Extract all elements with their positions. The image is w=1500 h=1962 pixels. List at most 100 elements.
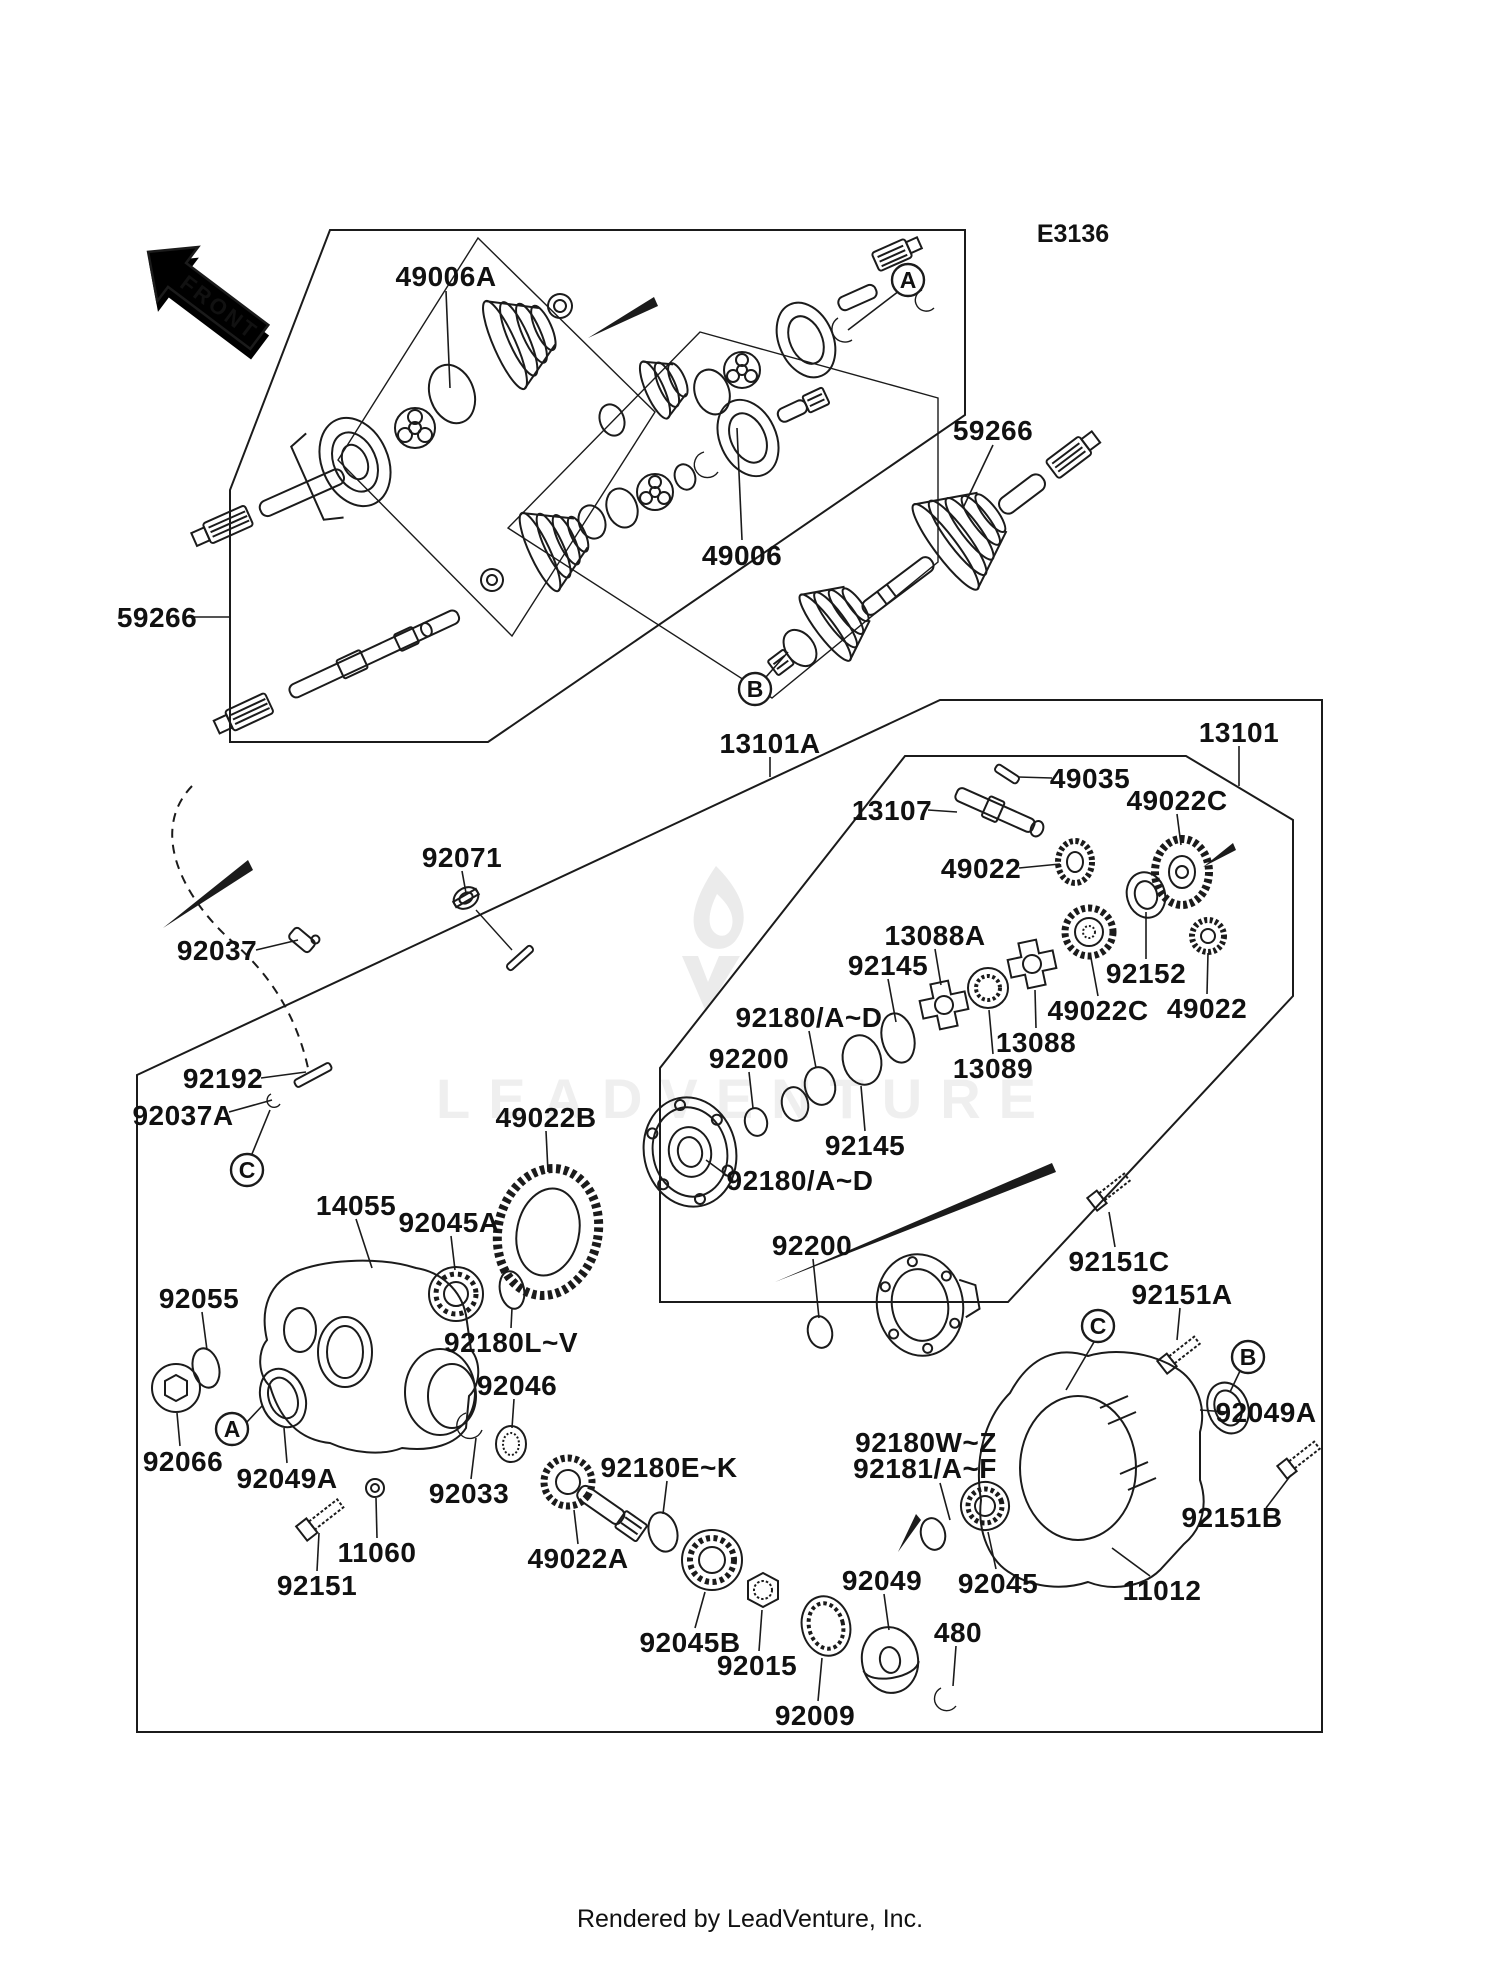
part-label-92181AF[interactable]: 92181/A~F <box>853 1453 997 1484</box>
part-label-11060[interactable]: 11060 <box>338 1537 417 1568</box>
leader-line <box>1176 813 1182 846</box>
leader-line <box>883 1593 890 1631</box>
part-label-59266-right[interactable]: 59266 <box>953 415 1033 446</box>
leader-line <box>255 939 299 951</box>
part-label-92151B[interactable]: 92151B <box>1181 1502 1282 1533</box>
part-label-92066[interactable]: 92066 <box>143 1446 223 1477</box>
part-label-13088A[interactable]: 13088A <box>884 920 985 951</box>
part-label-92055[interactable]: 92055 <box>159 1283 239 1314</box>
leader-line <box>1090 957 1099 997</box>
part-label-49022B[interactable]: 49022B <box>495 1102 596 1133</box>
section-marker-C[interactable]: C <box>1080 1308 1116 1344</box>
leader-line <box>1017 776 1053 779</box>
section-marker-A[interactable]: A <box>890 262 926 298</box>
section-marker-B[interactable]: B <box>1230 1339 1266 1375</box>
part-label-49006[interactable]: 49006 <box>702 540 782 571</box>
leadventure-watermark-text: LEADVENTURE <box>436 1067 1054 1130</box>
part-label-49022C-low[interactable]: 49022C <box>1047 995 1148 1026</box>
front-direction-arrow: FRONT <box>146 245 271 360</box>
leader-line <box>847 290 900 331</box>
part-label-92180AD-low[interactable]: 92180/A~D <box>727 1165 874 1196</box>
part-label-13101[interactable]: 13101 <box>1199 717 1279 748</box>
part-label-13088[interactable]: 13088 <box>996 1027 1076 1058</box>
axle-right-assembled <box>767 429 1102 676</box>
part-label-92151[interactable]: 92151 <box>277 1570 357 1601</box>
part-label-49022-low[interactable]: 49022 <box>1167 993 1247 1024</box>
part-label-49022-top[interactable]: 49022 <box>941 853 1021 884</box>
svg-text:A: A <box>224 1416 241 1442</box>
part-label-92151A[interactable]: 92151A <box>1131 1279 1232 1310</box>
part-label-49035[interactable]: 49035 <box>1050 763 1130 794</box>
leader-line <box>758 1609 763 1652</box>
breather-hose-group <box>171 785 534 1108</box>
leader-line <box>1018 863 1061 869</box>
leader-line <box>1111 1547 1151 1577</box>
leader-line <box>934 948 942 986</box>
leader-line <box>808 1030 817 1069</box>
leader-line <box>176 1412 181 1447</box>
part-label-92046[interactable]: 92046 <box>477 1370 557 1401</box>
part-label-13107[interactable]: 13107 <box>852 795 932 826</box>
leader-line <box>988 1009 994 1055</box>
leader-line <box>817 1657 823 1702</box>
part-label-92145-low[interactable]: 92145 <box>825 1130 905 1161</box>
leader-line <box>573 1509 579 1545</box>
leader-line <box>545 1130 549 1173</box>
leader-line <box>1176 1307 1181 1341</box>
section-markers: A B C A C B <box>214 262 1266 1447</box>
leader-line <box>1206 952 1209 995</box>
part-label-13089[interactable]: 13089 <box>953 1053 1033 1084</box>
leader-line <box>355 1218 373 1269</box>
part-label-92033[interactable]: 92033 <box>429 1478 509 1509</box>
part-label-92049A-right[interactable]: 92049A <box>1215 1397 1316 1428</box>
diff-cover-flange <box>875 1253 981 1357</box>
part-label-14055[interactable]: 14055 <box>316 1190 396 1221</box>
part-label-92015[interactable]: 92015 <box>717 1650 797 1681</box>
leader-line <box>987 1531 997 1570</box>
part-label-49022C-top[interactable]: 49022C <box>1126 785 1227 816</box>
part-label-92192[interactable]: 92192 <box>183 1063 263 1094</box>
part-label-92049[interactable]: 92049 <box>842 1565 922 1596</box>
part-label-92151C[interactable]: 92151C <box>1068 1246 1169 1277</box>
part-label-480[interactable]: 480 <box>934 1617 982 1648</box>
leader-line <box>939 1482 951 1521</box>
leader-line <box>812 1258 820 1319</box>
part-label-92200-up[interactable]: 92200 <box>709 1043 789 1074</box>
part-label-92180AD-up[interactable]: 92180/A~D <box>736 1002 883 1033</box>
part-label-13101A[interactable]: 13101A <box>719 728 820 759</box>
leader-line <box>1108 1211 1116 1248</box>
part-label-92071[interactable]: 92071 <box>422 842 502 873</box>
part-label-92045A[interactable]: 92045A <box>398 1207 499 1238</box>
part-label-92009[interactable]: 92009 <box>775 1700 855 1731</box>
part-label-92049A-left[interactable]: 92049A <box>236 1463 337 1494</box>
part-label-92037A[interactable]: 92037A <box>132 1100 233 1131</box>
part-label-92152[interactable]: 92152 <box>1106 958 1186 989</box>
part-label-92045B[interactable]: 92045B <box>639 1627 740 1658</box>
section-marker-B[interactable]: B <box>737 671 773 707</box>
part-label-92180LV[interactable]: 92180L~V <box>444 1327 578 1358</box>
part-label-92037[interactable]: 92037 <box>177 935 257 966</box>
section-marker-A[interactable]: A <box>214 1411 250 1447</box>
part-label-92180EK[interactable]: 92180E~K <box>600 1452 737 1483</box>
leader-line <box>927 809 958 813</box>
part-label-92145-up[interactable]: 92145 <box>848 950 928 981</box>
leader-line <box>1065 1341 1095 1391</box>
leader-line <box>511 1398 515 1429</box>
leader-line <box>450 1235 456 1271</box>
part-label-92180WZ[interactable]: 92180W~Z <box>855 1427 997 1458</box>
part-label-11012[interactable]: 11012 <box>1123 1575 1202 1606</box>
gear-case-14055 <box>259 1259 480 1454</box>
part-label-92045[interactable]: 92045 <box>958 1568 1038 1599</box>
part-label-49006A[interactable]: 49006A <box>395 261 496 292</box>
part-label-92200-low[interactable]: 92200 <box>772 1230 852 1261</box>
box-bevel-gear-case <box>136 699 1323 1733</box>
axle-upper-exploded <box>163 235 935 928</box>
cover-11012 <box>977 1351 1205 1588</box>
diagram-code: E3136 <box>1037 220 1109 248</box>
leader-line <box>375 1497 378 1539</box>
leader-line <box>887 978 897 1023</box>
part-label-49022A[interactable]: 49022A <box>527 1543 628 1574</box>
part-label-59266-left[interactable]: 59266 <box>117 602 197 633</box>
section-marker-C[interactable]: C <box>229 1152 265 1188</box>
